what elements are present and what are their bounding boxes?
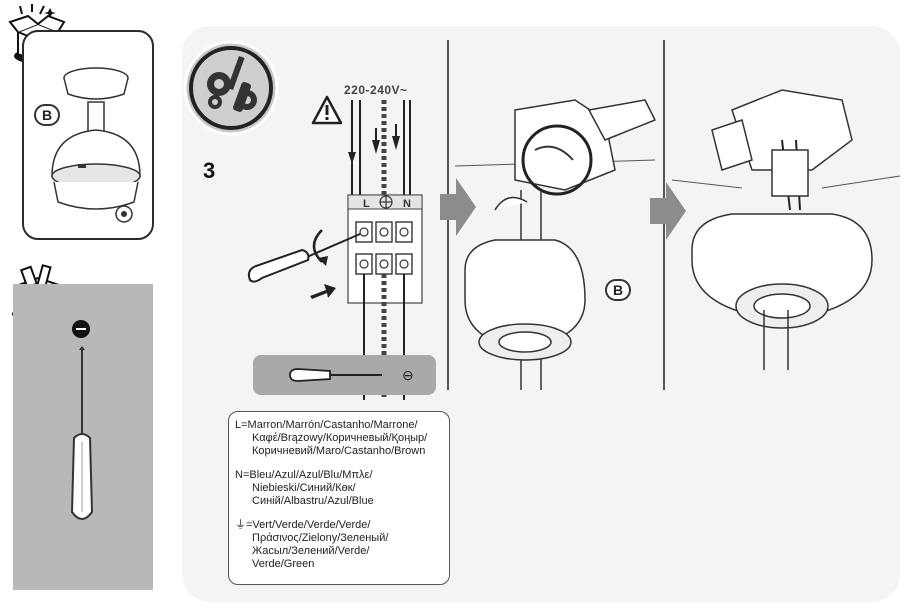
next-arrow-1	[440, 178, 476, 236]
canopy-illustration	[51, 67, 141, 223]
legend-live-line-1: L=Marron/Marrón/Castanho/Marrone/	[235, 419, 418, 431]
legend-neutral-line-3: Синій/Albastru/Azul/Blue	[252, 495, 374, 507]
flathead-slot-icon	[72, 320, 90, 338]
legend-earth-line-1: ⏚=Vert/Verde/Verde/Verde/	[235, 519, 371, 531]
legend-earth: ⏚=Vert/Verde/Verde/Verde/ Πράσινος/Zielo…	[235, 519, 449, 571]
legend-earth-line-3: Жасыл/Зелений/Verde/	[252, 545, 370, 557]
legend-earth-line-2: Πράσινος/Zielony/Зеленый/	[252, 532, 389, 544]
legend-live: L=Marron/Marrón/Castanho/Marrone/ Καφέ/B…	[235, 419, 449, 458]
flathead-tip-icon: ⊖	[402, 367, 414, 383]
canopy-fitted-illustration	[672, 89, 900, 370]
wiring-diagram	[247, 100, 423, 400]
terminal-live-label: L	[363, 198, 370, 210]
tools-gear-icon	[183, 40, 279, 136]
warning-icon	[311, 95, 343, 125]
legend-live-line-3: Коричневий/Maro/Castanho/Brown	[252, 445, 426, 457]
legend-live-line-2: Καφέ/Brązowy/Коричневый/Қоңыр/	[252, 432, 428, 444]
next-arrow-2	[650, 182, 686, 240]
legend-neutral-line-2: Niebieski/Синий/Көк/	[252, 482, 356, 494]
legend-neutral: N=Bleu/Azul/Azul/Blu/Μπλε/ Niebieski/Син…	[235, 469, 449, 508]
voltage-label: 220-240V~	[344, 83, 408, 97]
part-b-badge: B	[34, 104, 60, 126]
wire-color-legend: L=Marron/Marrón/Castanho/Marrone/ Καφέ/B…	[228, 411, 450, 585]
part-b-badge-middle: B	[605, 279, 631, 301]
legend-earth-line-4: Verde/Green	[252, 558, 315, 570]
small-screwdriver-icon	[289, 368, 382, 382]
step-number: 3	[203, 158, 216, 183]
legend-neutral-line-1: N=Bleu/Azul/Azul/Blu/Μπλε/	[235, 469, 373, 481]
part-b-panel: B	[22, 30, 154, 240]
screwdriver-icon	[70, 346, 94, 520]
terminal-neutral-label: N	[403, 198, 411, 210]
connector-illustration	[455, 99, 657, 390]
